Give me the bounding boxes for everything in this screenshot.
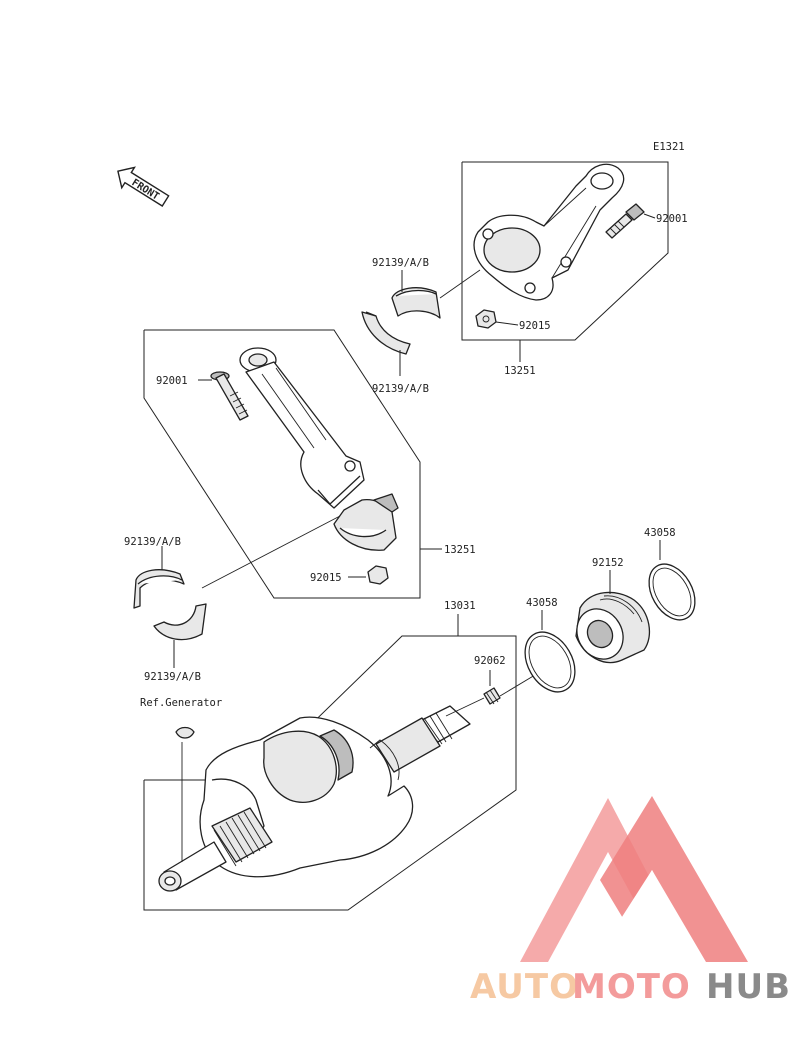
logo-text-moto: MOTO [572,967,691,1007]
diagram-code: E1321 [653,141,685,153]
plug [483,687,501,705]
label-upper-rod-assembly: 13251 [504,365,536,377]
label-lower-rod-bolt: 92001 [156,375,188,387]
label-ref-generator: Ref.Generator [140,697,222,709]
bearing-ball [575,591,651,664]
label-ring-inner: 43058 [526,597,558,609]
upper-rod-box [461,161,669,341]
lower-rod-bolt [210,371,249,421]
label-ring-outer: 43058 [644,527,676,539]
label-upper-rod-nut: 92015 [519,320,551,332]
logo-text-hub: HUB [706,967,791,1007]
label-lower-bearing-bottom: 92139/A/B [144,671,201,683]
lower-connecting-rod [239,347,365,509]
upper-rod-nut [475,309,497,329]
lower-rod-box [143,329,421,599]
label-upper-bearing-top: 92139/A/B [372,257,429,269]
label-plug: 92062 [474,655,506,667]
label-upper-rod-bolt: 92001 [656,213,688,225]
crank-gear-teeth [213,811,267,867]
ring-outer [648,563,696,621]
crankshaft [158,705,471,892]
logo-text-auto: AUTO [470,967,579,1007]
woodruff-key [175,726,195,739]
lower-bearing-shells [133,569,207,641]
label-crankshaft: 13031 [444,600,476,612]
upper-connecting-rod [473,163,625,301]
upper-bearing-shells [361,287,441,355]
label-bearing-ball: 92152 [592,557,624,569]
lower-rod-nut [367,565,389,585]
ring-inner [524,631,576,693]
label-lower-rod-assembly: 13251 [444,544,476,556]
lower-rod-cap [333,493,399,551]
upper-rod-bolt [605,203,645,239]
label-upper-bearing-bottom: 92139/A/B [372,383,429,395]
front-arrow-icon: FRONT [117,166,170,207]
label-lower-rod-nut: 92015 [310,572,342,584]
label-lower-bearing-top: 92139/A/B [124,536,181,548]
automotohub-logo: AUTO MOTO HUB [470,796,791,1007]
